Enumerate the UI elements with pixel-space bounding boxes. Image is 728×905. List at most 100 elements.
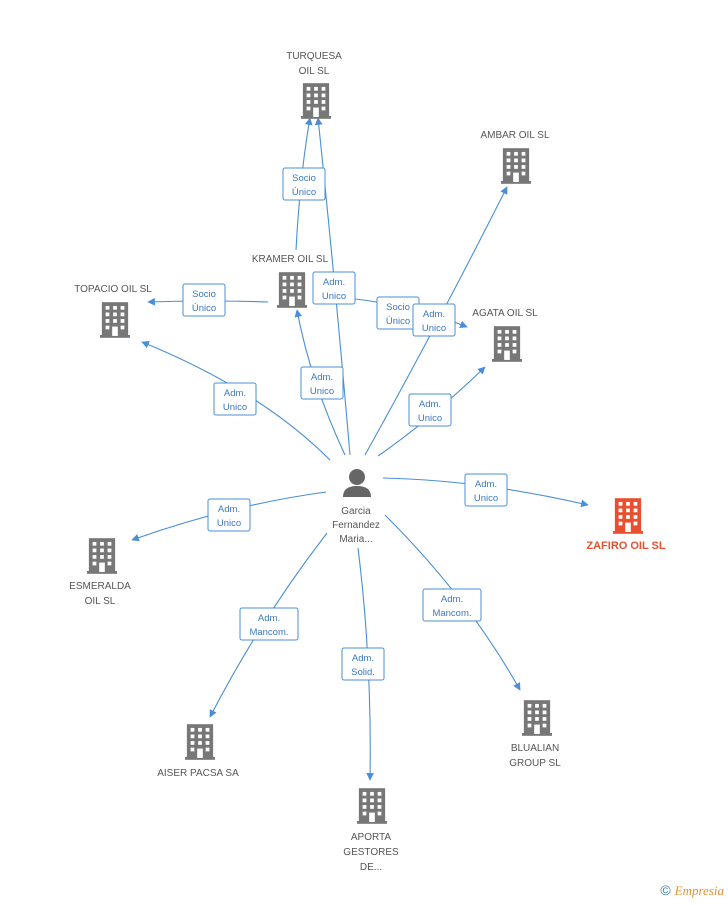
relation-label-center-aiser[interactable]: Adm. Mancom. [239,607,299,641]
relation-box [422,588,482,622]
relation-text-line: Adm. [224,388,246,399]
relation-box [341,647,385,681]
relation-label-center-kramer[interactable]: Adm. Unico [300,366,344,400]
company-label-agata: AGATA OIL SL [472,308,538,319]
relation-box [207,498,251,532]
company-label-line: TURQUESA [286,51,342,62]
relation-text-line: Mancom. [432,608,471,619]
building-icon [357,788,387,824]
building-icon [613,498,643,534]
relation-box [182,283,226,317]
center-label-line: Garcia [341,506,371,517]
relation-label-center-zafiro[interactable]: Adm. Unico [464,473,508,507]
company-label-line: AGATA OIL SL [472,308,538,319]
company-label-line: ESMERALDA [69,581,131,592]
relation-text: Adm. Unico [223,388,247,413]
relation-text: Adm. Unico [474,479,498,504]
relation-text: Adm. Mancom. [432,594,471,619]
relation-text: Adm.Unico [217,504,241,529]
relation-text-line: Adm. [352,653,374,664]
relation-text-line: Socio [292,173,316,184]
brand-name: Empresia [674,883,724,898]
relation-label-center-aporta[interactable]: Adm. Solid. [341,647,385,681]
relation-text-line: Unico [310,386,334,397]
company-label-kramer: KRAMER OIL SL [252,254,329,265]
company-node-aporta[interactable]: APORTA GESTORES DE... [343,788,399,873]
relation-label-center-blualian[interactable]: Adm. Mancom. [422,588,482,622]
company-label-line: KRAMER OIL SL [252,254,329,265]
company-node-aiser[interactable]: AISER PACSA SA [157,724,239,779]
relation-label-center-topacio[interactable]: Adm. Unico [213,382,257,416]
relation-text-line: Adm. [475,479,497,490]
building-icon [185,724,215,760]
building-icon [522,700,552,736]
building-icon [301,83,331,119]
relation-text-line: Adm. [218,504,240,515]
company-label-line: DE... [360,862,382,873]
relation-text: Adm. Unico [310,372,334,397]
company-label-line: TOPACIO OIL SL [74,284,152,295]
relation-text-line: Adm. [419,399,441,410]
relation-box [464,473,508,507]
relation-text-line: Unico [422,323,446,334]
relation-text-line: Unico [418,413,442,424]
company-label-ambar: AMBAR OIL SL [480,130,550,141]
relation-label-center-turquesa[interactable]: Adm.Unico [312,271,356,305]
center-label-line: Maria... [339,534,372,545]
edge-layer [131,117,589,781]
company-node-kramer[interactable]: KRAMER OIL SL [252,254,329,308]
company-node-esmeralda[interactable]: ESMERALDA OIL SL [69,538,131,607]
person-icon [343,469,371,497]
company-label-topacio: TOPACIO OIL SL [74,284,152,295]
relation-text: Adm. Mancom. [249,613,288,638]
relation-text-line: Unico [223,402,247,413]
relation-label-center-ambar[interactable]: Adm. Unico [412,303,456,337]
relation-text: Adm.Unico [322,277,346,302]
relation-text-line: Solid. [351,667,375,678]
footer-brand: ©Empresia [660,882,724,899]
company-node-agata[interactable]: AGATA OIL SL [472,308,538,362]
relation-text-line: Unico [474,493,498,504]
relation-text: Adm. Unico [418,399,442,424]
relation-text-line: Adm. [258,613,280,624]
relation-text-line: Adm. [323,277,345,288]
company-label-line: GESTORES [343,847,399,858]
relation-label-center-esmeralda[interactable]: Adm.Unico [207,498,251,532]
building-icon [501,148,531,184]
relation-text-line: Mancom. [249,627,288,638]
company-label-esmeralda: ESMERALDA OIL SL [69,581,131,607]
relation-box [408,393,452,427]
relation-text-line: Adm. [311,372,333,383]
relation-label-center-agata[interactable]: Adm. Unico [408,393,452,427]
company-node-zafiro[interactable]: ZAFIRO OIL SL [586,498,666,552]
relation-text-line: Adm. [423,309,445,320]
relation-text-line: Único [192,303,216,314]
relation-text: Adm. Solid. [351,653,375,678]
company-label-line: AISER PACSA SA [157,768,239,779]
company-label-line: APORTA [351,832,392,843]
copyright-symbol: © [660,882,671,898]
building-icon [492,326,522,362]
building-icon [100,302,130,338]
relation-text-line: Adm. [441,594,463,605]
company-label-line: GROUP SL [509,758,561,769]
company-node-topacio[interactable]: TOPACIO OIL SL [74,284,152,338]
relation-box [282,167,326,201]
relation-box [213,382,257,416]
company-node-ambar[interactable]: AMBAR OIL SL [480,130,550,184]
relation-box [312,271,356,305]
relation-text-line: Socio [386,302,410,313]
company-label-line: OIL SL [85,596,116,607]
relation-text-line: Socio [192,289,216,300]
